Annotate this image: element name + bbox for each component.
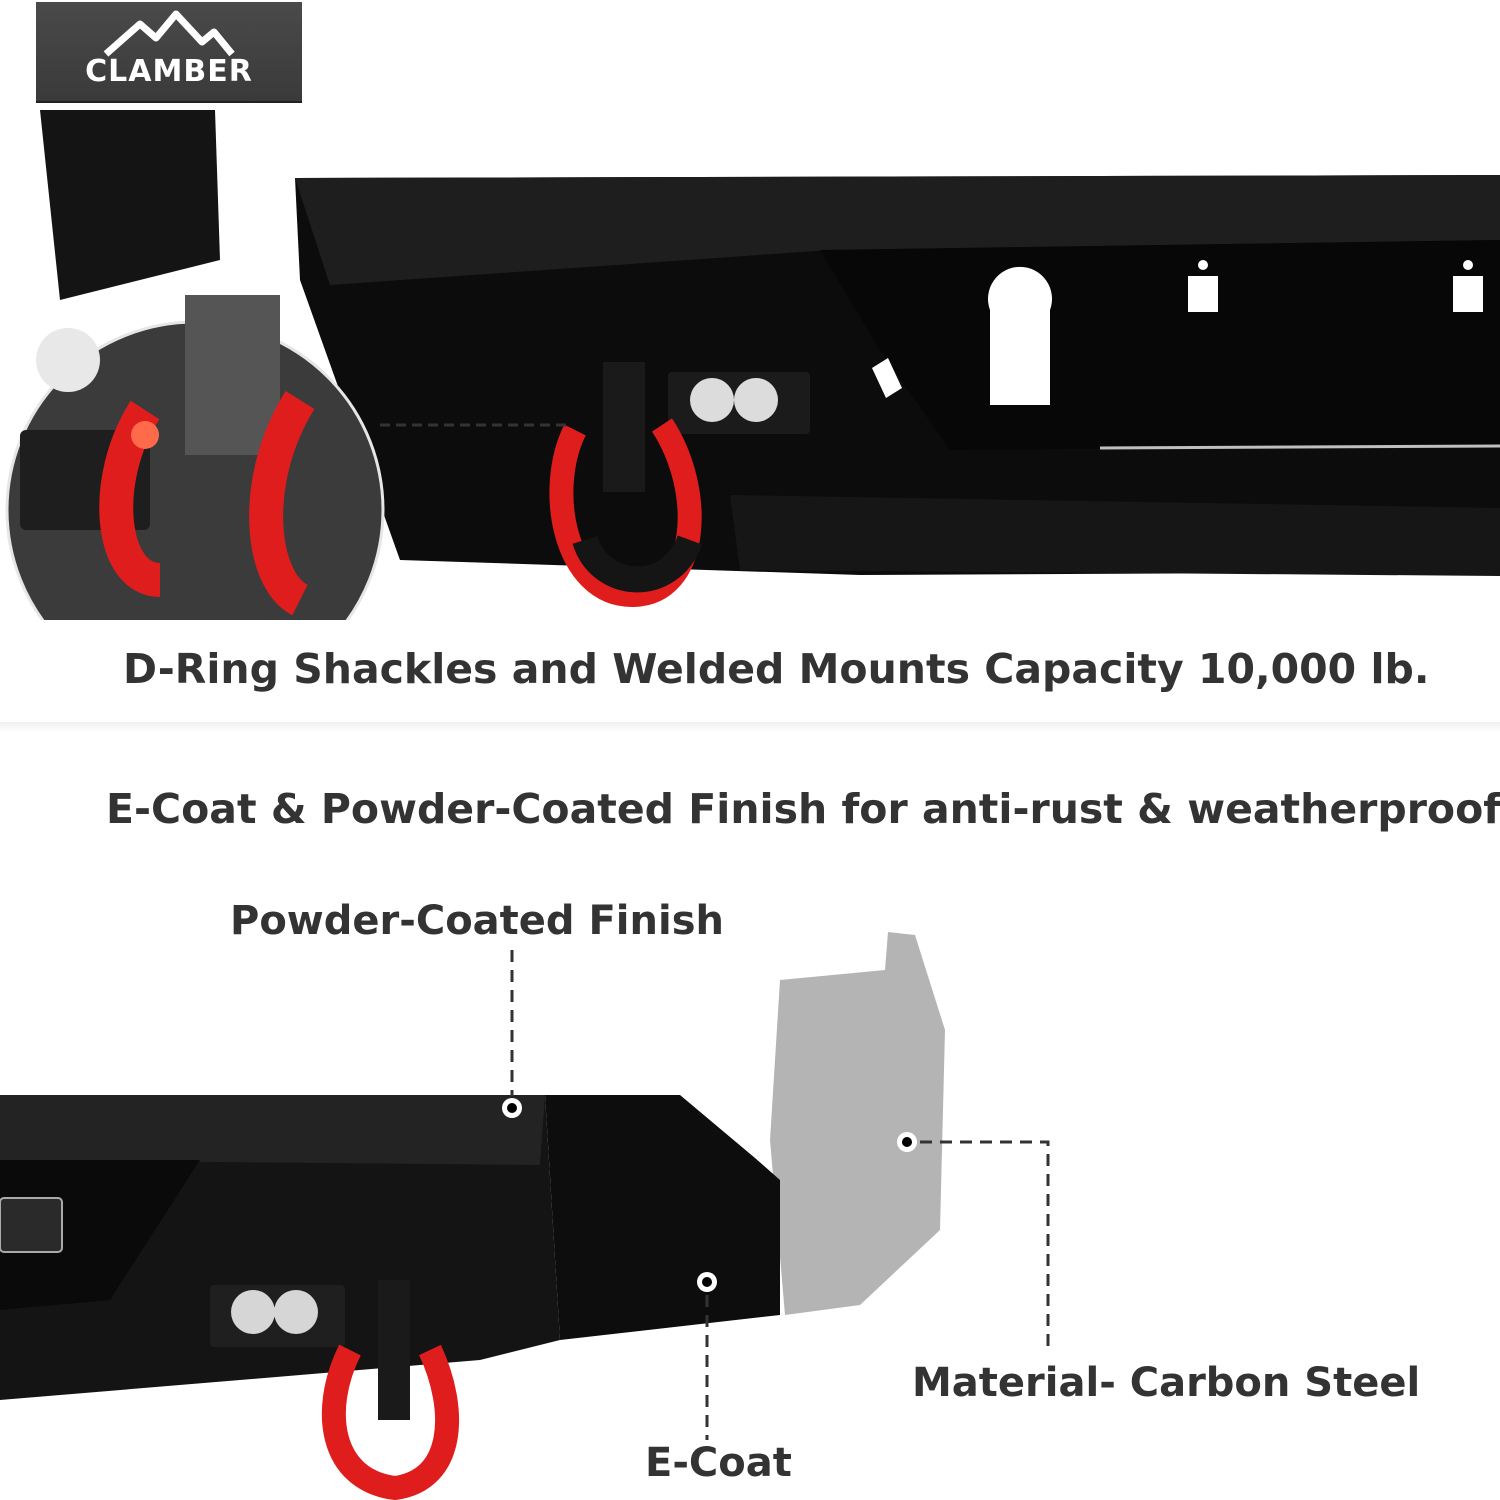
mountain-logo-icon — [103, 10, 235, 57]
bottom-headline: E-Coat & Powder-Coated Finish for anti-r… — [106, 785, 1500, 833]
powder-coat-callout: Powder-Coated Finish — [230, 898, 724, 944]
top-headline: D-Ring Shackles and Welded Mounts Capaci… — [123, 645, 1430, 693]
material-callout: Material- Carbon Steel — [912, 1360, 1421, 1406]
brand-name: CLAMBER — [85, 54, 253, 89]
rear-bumper-photo — [5, 110, 1500, 620]
brand-logo: CLAMBER — [36, 2, 302, 101]
section-divider — [0, 722, 1500, 732]
e-coat-callout: E-Coat — [645, 1440, 792, 1486]
bumper-end-cutaway-photo — [0, 932, 1050, 1500]
